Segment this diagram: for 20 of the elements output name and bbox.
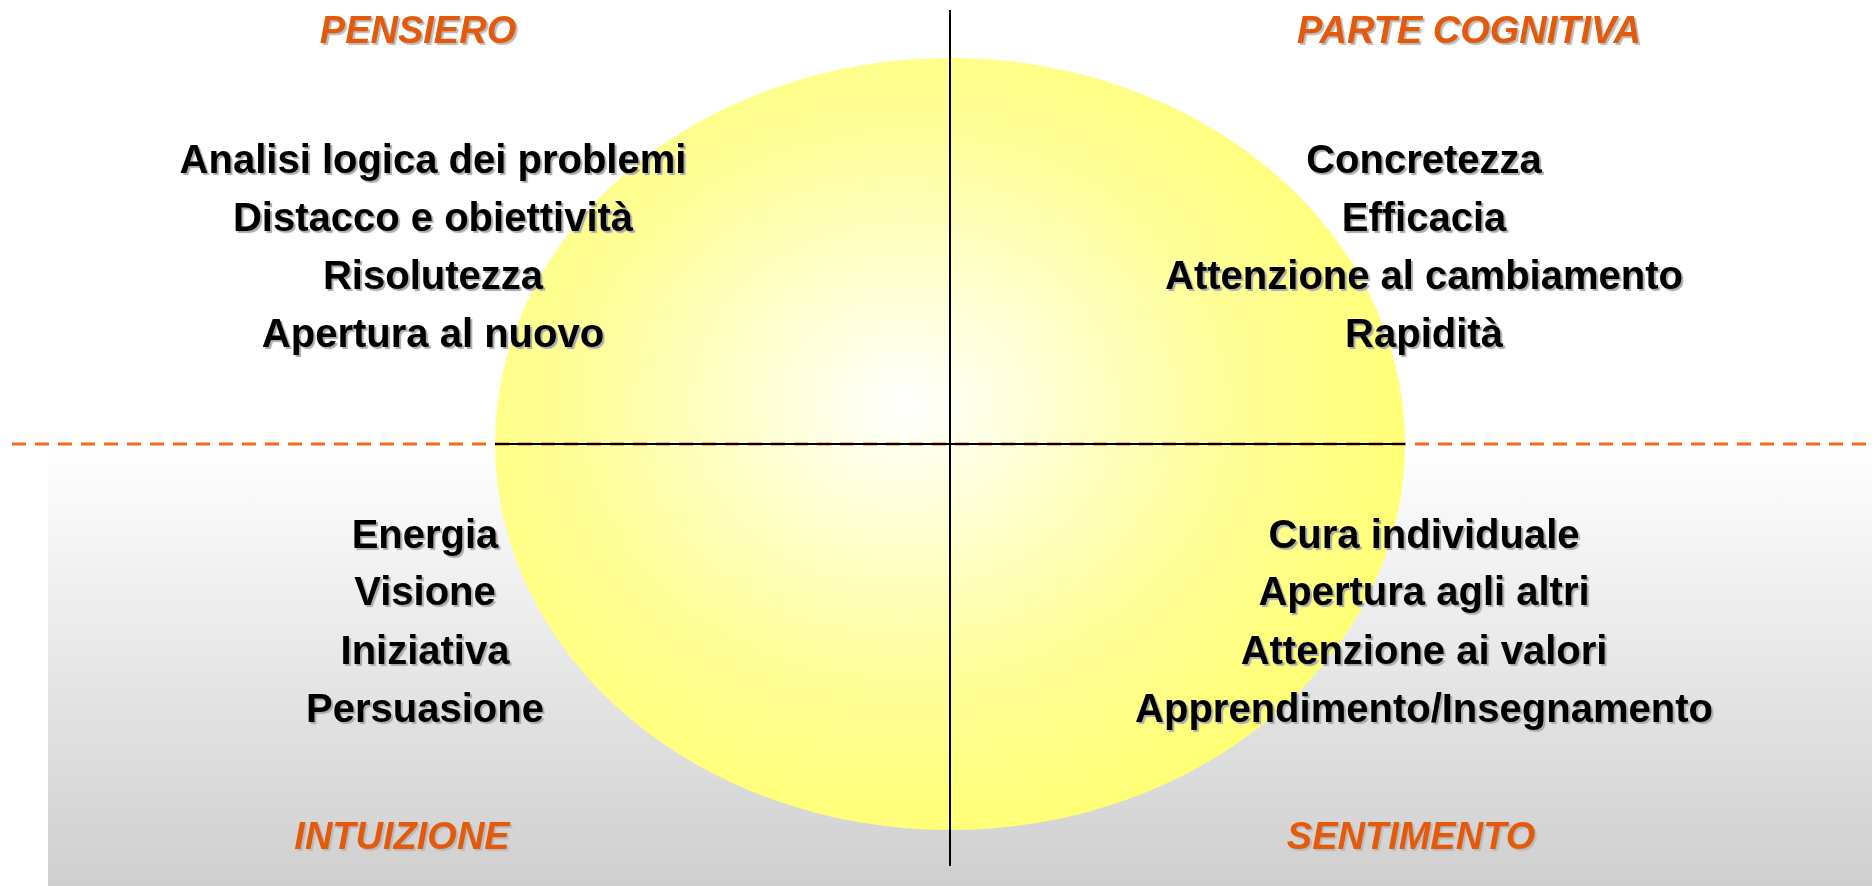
quadrant-heading: PARTE COGNITIVA — [1296, 8, 1642, 52]
trait-label: Distacco e obiettività — [232, 194, 634, 240]
trait-label: Attenzione al cambiamento — [1165, 252, 1683, 298]
trait-label: Analisi logica dei problemi — [179, 136, 687, 182]
trait-label: Concretezza — [1306, 136, 1542, 182]
trait-label: Cura individuale — [1268, 511, 1580, 557]
trait-label: Attenzione ai valori — [1240, 627, 1608, 673]
trait-label: Efficacia — [1341, 194, 1507, 240]
quadrant-heading: PENSIERO — [319, 8, 517, 52]
quadrant-heading: INTUIZIONE — [294, 814, 510, 858]
trait-label: Iniziativa — [340, 627, 510, 673]
trait-label: Risolutezza — [323, 252, 543, 298]
trait-label: Rapidità — [1345, 310, 1503, 356]
trait-label: Apertura agli altri — [1258, 568, 1590, 614]
trait-label: Apertura al nuovo — [261, 310, 605, 356]
trait-label: Visione — [354, 568, 496, 614]
trait-label: Apprendimento/Insegnamento — [1135, 685, 1713, 731]
trait-label: Energia — [351, 511, 499, 557]
quadrant-heading: SENTIMENTO — [1286, 814, 1536, 858]
trait-label: Persuasione — [306, 685, 544, 731]
